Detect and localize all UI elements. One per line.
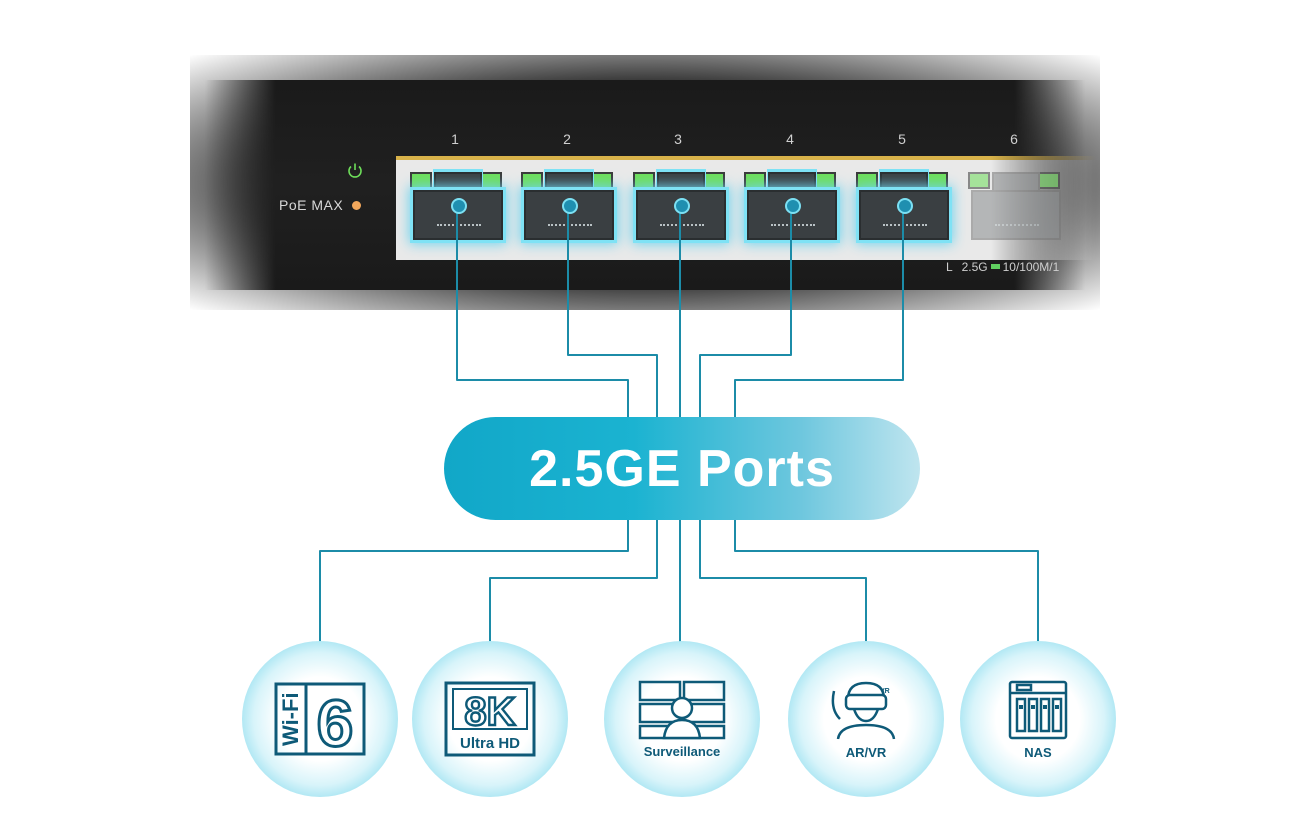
port-led-link [521,172,543,189]
port-number-5: 5 [898,131,906,147]
ethernet-port-1 [404,166,508,246]
port-number-3: 3 [674,131,682,147]
port-pins [771,224,815,232]
port-led-link [410,172,432,189]
legend-prefix: L [946,260,953,274]
line-hub-arvr [699,520,867,643]
port-pins [995,224,1039,232]
port-led-link [744,172,766,189]
nas-icon [1008,680,1068,739]
vr-headset-icon: VR [831,681,896,739]
port-latch [545,172,593,192]
line-hub-8k [489,520,658,643]
nas-label: NAS [1024,744,1052,760]
ethernet-port-6 [962,166,1066,246]
line-port1-hub [456,204,629,417]
port-number-2: 2 [563,131,571,147]
port-latch [880,172,928,192]
legend-other: 10/100M/1 [1002,260,1060,274]
8k-text: 8K [464,690,515,734]
port-latch [992,172,1040,192]
port-pins [660,224,704,232]
port-latch [768,172,816,192]
port-pins [548,224,592,232]
ar-vr-label: AR/VR [845,744,887,760]
port-latch [434,172,482,192]
line-port5-hub [734,204,904,417]
port-pins [883,224,927,232]
port-node-4 [785,198,801,214]
port-node-5 [897,198,913,214]
surveillance-icon [638,680,726,739]
8k-ultra-hd-icon: 8K Ultra HD [444,681,536,757]
port-latch [657,172,705,192]
line-port4-hub [699,204,792,417]
poe-led [352,201,361,210]
port-node-3 [674,198,690,214]
device-nas: NAS [960,641,1116,797]
ultra-hd-text: Ultra HD [460,735,520,752]
port-led-link [856,172,878,189]
port-number-4: 4 [786,131,794,147]
port-node-2 [562,198,578,214]
port-led-link [633,172,655,189]
line-hub-wifi6 [319,520,629,643]
vr-badge: VR [880,688,890,695]
device-ar-vr: VR AR/VR [788,641,944,797]
led-legend: L 2.5G 10/100M/1 [946,260,1059,274]
port-number-6: 6 [1010,131,1018,147]
device-wifi6: Wi-Fi 6 [242,641,398,797]
wifi-text: Wi-Fi [278,692,303,746]
wifi6-icon: Wi-Fi 6 [274,682,366,756]
wifi-six: 6 [317,686,354,756]
device-8k-ultra-hd: 8K Ultra HD [412,641,568,797]
port-number-1: 1 [451,131,459,147]
hub-pill: 2.5GE Ports [444,417,920,520]
port-node-1 [451,198,467,214]
line-hub-nas [734,520,1039,643]
device-surveillance: Surveillance [604,641,760,797]
line-port2-hub [567,204,658,417]
legend-led-icon [990,264,1000,270]
port-jack [971,190,1061,240]
port-led-link [968,172,990,189]
poe-max-label: PoE MAX [279,197,344,213]
port-pins [437,224,481,232]
power-icon [348,163,362,178]
legend-speed: 2.5G [961,260,988,274]
hub-label: 2.5GE Ports [529,439,835,498]
surveillance-label: Surveillance [643,743,721,759]
